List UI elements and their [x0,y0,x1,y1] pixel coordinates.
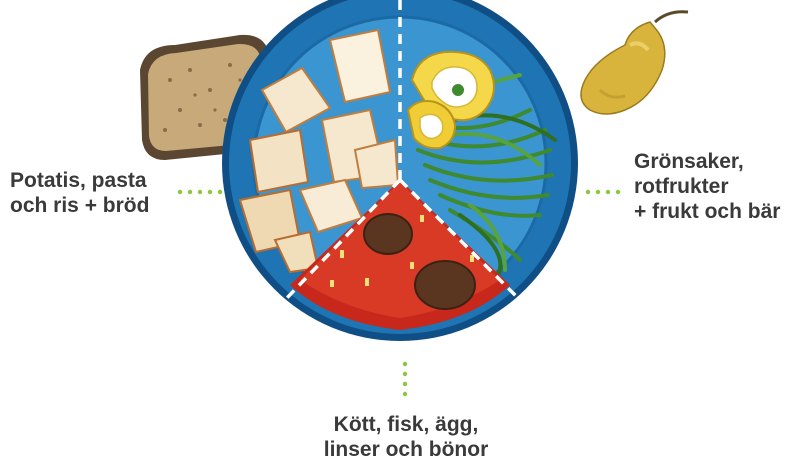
leader-bottom [403,362,407,396]
label-carbs-line-2: och ris + bröd [10,193,149,218]
label-protein-line-1: Kött, fisk, ägg, [0,412,812,437]
label-carbs: Potatis, pasta och ris + bröd [10,168,149,218]
label-protein: Kött, fisk, ägg, linser och bönor [0,412,812,462]
leader-left [178,190,222,194]
label-carbs-line-1: Potatis, pasta [10,168,149,193]
label-vegetables-line-3: + frukt och bär [634,199,780,224]
label-vegetables-line-1: Grönsaker, [634,149,780,174]
pear-icon [581,12,688,114]
label-vegetables: Grönsaker, rotfrukter + frukt och bär [634,149,780,224]
label-protein-line-2: linser och bönor [0,437,812,462]
label-vegetables-line-2: rotfrukter [634,174,780,199]
leader-right [586,190,620,194]
